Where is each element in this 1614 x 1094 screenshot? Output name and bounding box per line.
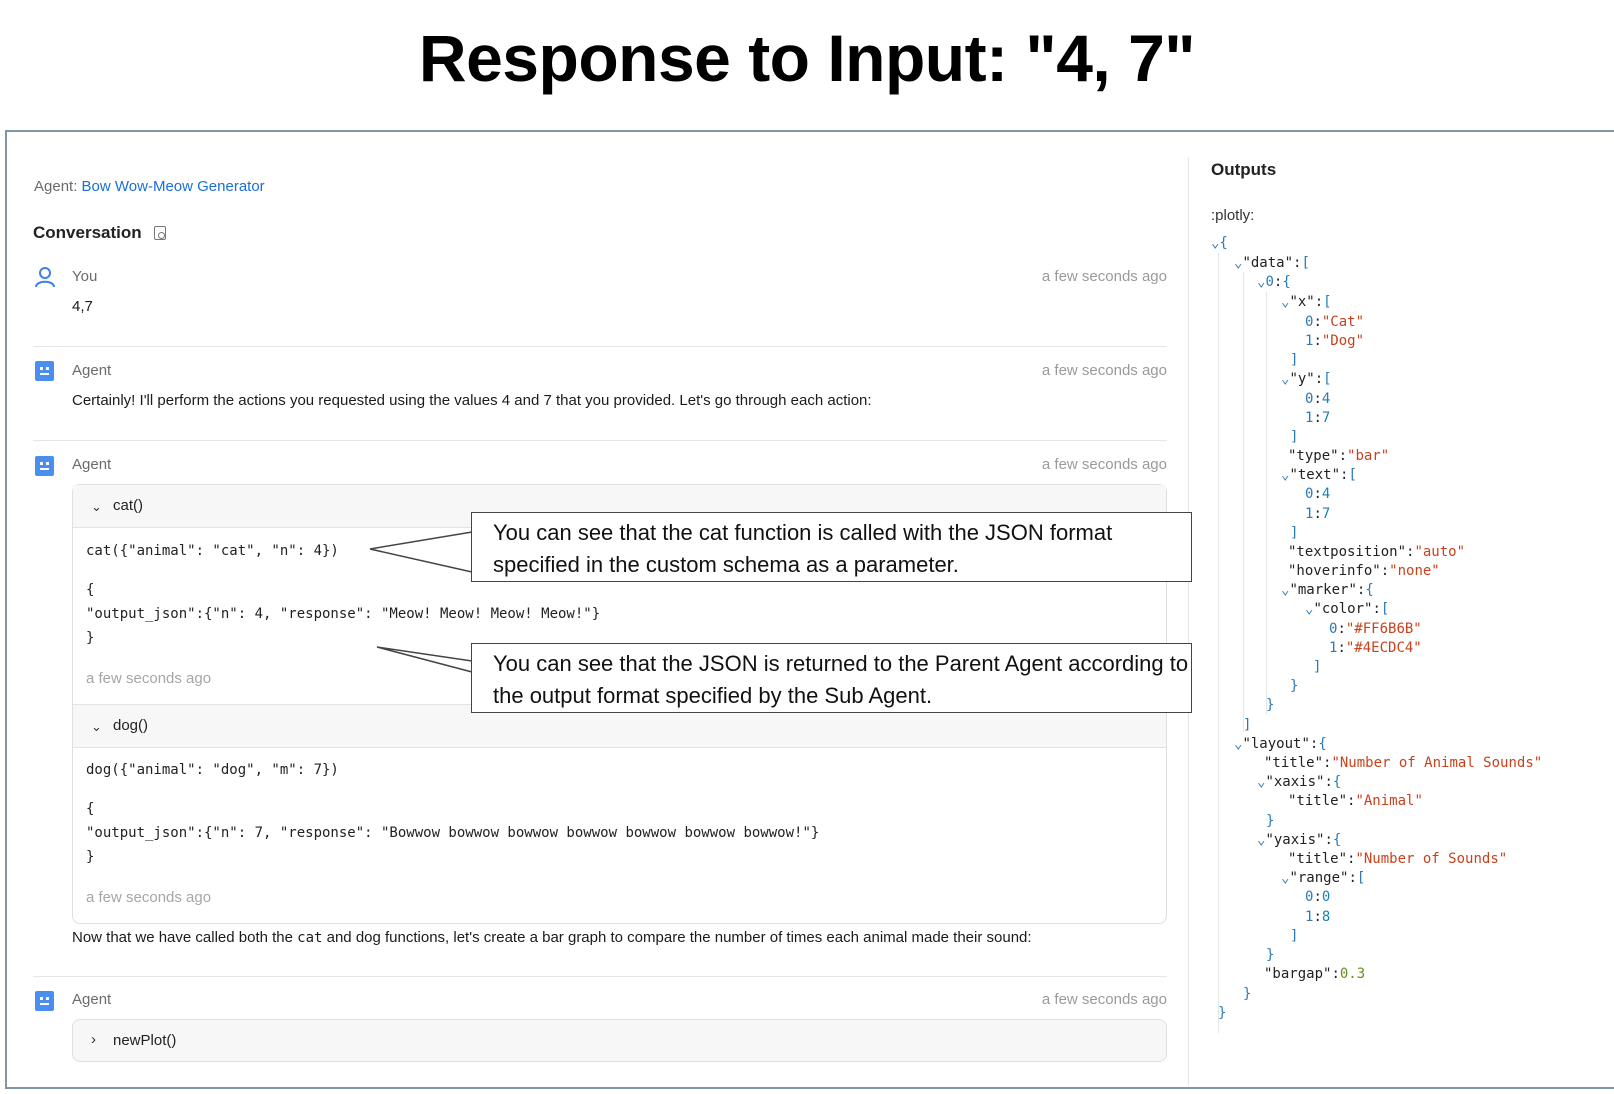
json-line: 1:"Dog" xyxy=(1305,333,1365,349)
json-line: } xyxy=(1266,947,1275,963)
json-line: } xyxy=(1266,813,1275,829)
user-avatar-icon xyxy=(35,267,55,288)
app-window xyxy=(5,130,1614,1089)
dog-output-line: { xyxy=(86,801,95,817)
tool-name-dog: dog() xyxy=(113,717,149,734)
json-line: 1:7 xyxy=(1305,410,1331,426)
tool-timestamp: a few seconds ago xyxy=(86,889,212,906)
json-line[interactable]: ⌄"color":[ xyxy=(1305,601,1390,617)
agent-message-text: Certainly! I'll perform the actions you … xyxy=(72,392,872,409)
json-line[interactable]: ⌄"range":[ xyxy=(1281,870,1366,886)
panel-divider xyxy=(1188,158,1189,1086)
cat-output-line: { xyxy=(86,582,95,598)
json-line: } xyxy=(1218,1005,1227,1021)
json-line: ] xyxy=(1290,429,1299,445)
message-separator xyxy=(33,440,1167,441)
json-line: 0:"Cat" xyxy=(1305,314,1365,330)
message-separator xyxy=(33,976,1167,977)
agent-avatar-icon xyxy=(35,361,54,381)
json-line[interactable]: ⌄"y":[ xyxy=(1281,371,1332,387)
outputs-title: Outputs xyxy=(1211,160,1277,179)
conversation-title: Conversation xyxy=(33,223,142,242)
user-message-text: 4,7 xyxy=(72,298,93,315)
json-line: "title":"Number of Animal Sounds" xyxy=(1264,755,1543,771)
chevron-down-icon: ⌄ xyxy=(91,499,102,514)
message-timestamp: a few seconds ago xyxy=(1041,362,1167,379)
json-line[interactable]: ⌄"yaxis":{ xyxy=(1257,832,1342,848)
json-line: } xyxy=(1243,986,1252,1002)
json-line: "title":"Animal" xyxy=(1288,793,1423,809)
message-separator xyxy=(33,346,1167,347)
tool-header-newplot[interactable]: › newPlot() xyxy=(72,1019,1167,1062)
annotation-callout: You can see that the JSON is returned to… xyxy=(471,643,1192,713)
annotation-callout: You can see that the cat function is cal… xyxy=(471,512,1192,582)
cat-call-code: cat({"animal": "cat", "n": 4}) xyxy=(86,543,339,559)
message-timestamp: a few seconds ago xyxy=(1041,456,1167,473)
dog-output-line: "output_json":{"n": 7, "response": "Boww… xyxy=(86,825,820,841)
json-line: } xyxy=(1266,697,1275,713)
agent-name: Agent xyxy=(72,456,112,473)
json-line: "type":"bar" xyxy=(1288,448,1390,464)
chevron-down-icon: ⌄ xyxy=(91,719,102,734)
json-line: 0:4 xyxy=(1305,391,1331,407)
json-line: 0:0 xyxy=(1305,889,1331,905)
json-line[interactable]: ⌄"text":[ xyxy=(1281,467,1357,483)
tool-name-cat: cat() xyxy=(113,497,143,514)
agent-avatar-icon xyxy=(35,456,54,476)
dog-call-code: dog({"animal": "dog", "m": 7}) xyxy=(86,762,339,778)
chevron-right-icon: › xyxy=(91,1031,96,1048)
json-line: "bargap":0.3 xyxy=(1264,966,1366,982)
tool-timestamp: a few seconds ago xyxy=(86,670,212,687)
cat-output-line: } xyxy=(86,630,95,646)
json-line: 0:4 xyxy=(1305,486,1331,502)
json-line[interactable]: ⌄"marker":{ xyxy=(1281,582,1374,598)
json-line: ] xyxy=(1290,525,1299,541)
cat-output-line: "output_json":{"n": 4, "response": "Meow… xyxy=(86,606,601,622)
json-line: } xyxy=(1290,678,1299,694)
json-line[interactable]: ⌄0:{ xyxy=(1257,274,1291,290)
tool-name-newplot: newPlot() xyxy=(113,1032,177,1049)
page-title: Response to Input: "4, 7" xyxy=(418,21,1196,95)
json-line: 1:"#4ECDC4" xyxy=(1329,640,1422,656)
json-line: ] xyxy=(1290,352,1299,368)
json-line[interactable]: ⌄"data":[ xyxy=(1234,255,1310,271)
json-line[interactable]: ⌄"xaxis":{ xyxy=(1257,774,1342,790)
agent-name-link[interactable]: Bow Wow-Meow Generator xyxy=(81,178,265,195)
message-timestamp: a few seconds ago xyxy=(1041,268,1167,285)
json-line[interactable]: ⌄"layout":{ xyxy=(1234,736,1327,752)
dog-output-line: } xyxy=(86,849,95,865)
user-name: You xyxy=(72,268,98,285)
message-timestamp: a few seconds ago xyxy=(1041,991,1167,1008)
agent-label: Agent: xyxy=(34,178,78,195)
json-line: ] xyxy=(1290,928,1299,944)
agent-avatar-icon xyxy=(35,991,54,1011)
json-line: "textposition":"auto" xyxy=(1288,544,1466,560)
agent-selector: Agent: Bow Wow-Meow Generator xyxy=(34,178,265,195)
json-line: 0:"#FF6B6B" xyxy=(1329,621,1422,637)
json-line[interactable]: ⌄{ xyxy=(1211,235,1228,251)
json-line: "title":"Number of Sounds" xyxy=(1288,851,1508,867)
json-line[interactable]: ⌄"x":[ xyxy=(1281,294,1332,310)
output-type-label: :plotly: xyxy=(1211,207,1255,224)
json-line: "hoverinfo":"none" xyxy=(1288,563,1440,579)
agent-name: Agent xyxy=(72,991,112,1008)
json-line: ] xyxy=(1313,659,1322,675)
conversation-log-icon[interactable] xyxy=(154,226,166,240)
json-line: 1:7 xyxy=(1305,506,1331,522)
agent-name: Agent xyxy=(72,362,112,379)
agent-summary-text: Now that we have called both the cat and… xyxy=(72,929,1032,946)
json-line: 1:8 xyxy=(1305,909,1331,925)
json-line: ] xyxy=(1243,717,1252,733)
